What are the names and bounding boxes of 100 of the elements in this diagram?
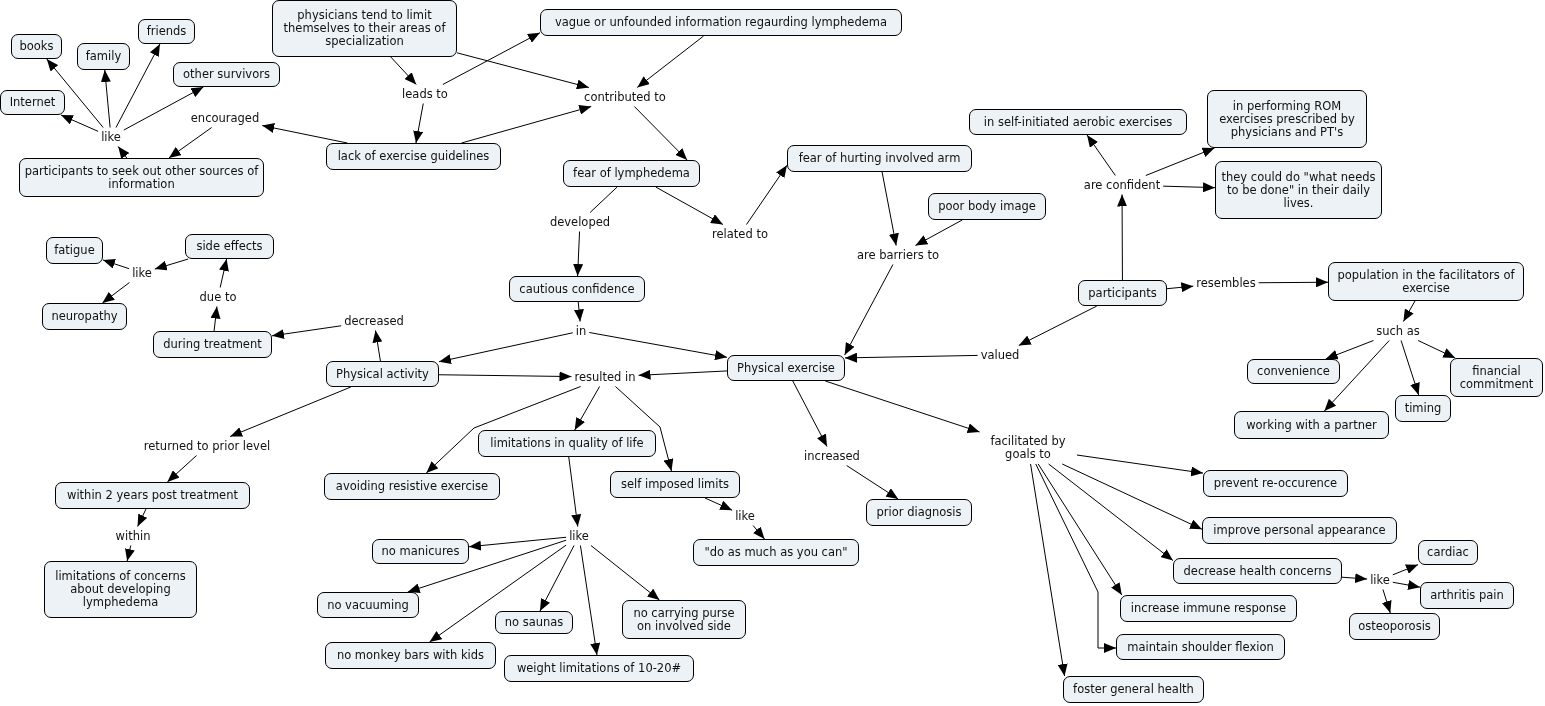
concept-box (969, 109, 1187, 135)
concept-label: neuropathy (51, 310, 118, 323)
arrow (746, 164, 788, 225)
arrow (1381, 589, 1392, 614)
concept-label: limitations in quality of life (490, 437, 644, 450)
concept-box (173, 62, 280, 87)
concept-box (138, 19, 195, 44)
arrow (438, 371, 572, 382)
linking-phrase: in (575, 324, 587, 338)
arrow (638, 369, 728, 380)
linking-phrase: resulted in (574, 370, 636, 384)
concept-box (787, 145, 972, 172)
linking-phrase: valued (980, 348, 1020, 362)
arrow (574, 301, 584, 322)
arrow (438, 332, 574, 365)
concept-label: prevent re-occurence (1213, 477, 1338, 490)
concept-box (1418, 540, 1478, 565)
concept-box (610, 471, 740, 498)
concept-box (153, 331, 272, 358)
concept-box (1207, 90, 1367, 148)
concept-label: population in the facilitators of exercise (1336, 268, 1516, 295)
arrow (390, 56, 417, 85)
arrow (468, 536, 567, 551)
concept-label: working with a partner (1246, 418, 1377, 432)
arrow (101, 282, 130, 304)
concept-box (44, 561, 197, 618)
concept-box (1395, 395, 1451, 422)
concept-box (185, 234, 274, 259)
concept-box (1202, 517, 1397, 544)
arrow (1076, 454, 1204, 477)
concept-label: cautious confidence (519, 282, 635, 296)
linking-phrase: leads to (402, 87, 448, 101)
concept-label: in self-initiated aerobic exercises (983, 115, 1173, 129)
concept-box (1215, 161, 1382, 219)
concept-label: vague or unfounded information regaurding lymphedema (554, 16, 888, 29)
arrow (372, 330, 383, 362)
concept-label: decrease health concerns (1183, 564, 1332, 578)
concept-label: "do as much as you can" (704, 546, 848, 559)
linking-phrase: facilitated by goals to (982, 435, 1074, 461)
arrow (844, 352, 979, 363)
concept-label: in performing ROM exercises prescribed by physicians and PT's (1218, 99, 1356, 139)
concept-label: within 2 years post treatment (67, 489, 238, 502)
arrow (117, 146, 130, 160)
concept-box (727, 355, 845, 381)
concept-box (1203, 470, 1348, 497)
concept-label: weight limitations of 10-20# (516, 662, 682, 675)
arrow (425, 386, 582, 474)
concept-box (324, 473, 500, 500)
concept-label: cardiac (1427, 546, 1469, 559)
concept-label: poor body image (938, 200, 1036, 213)
linking-phrase: decreased (344, 314, 404, 328)
concept-box (1247, 359, 1340, 384)
arrow (166, 455, 198, 483)
concept-box (77, 43, 130, 70)
arrow (1117, 194, 1128, 281)
linking-phrase: are barriers to (857, 248, 939, 262)
concept-label: no saunas (504, 616, 564, 629)
concept-box (326, 361, 439, 387)
arrow (46, 58, 104, 128)
concept-box (1078, 280, 1167, 306)
arrow (407, 539, 567, 593)
arrow (125, 545, 135, 562)
concept-box (1063, 676, 1204, 703)
concept-label: no vacuuming (327, 598, 409, 612)
concept-label: participants (1088, 286, 1157, 300)
arrow (573, 231, 584, 277)
arrow (442, 32, 541, 85)
arrow (881, 171, 899, 246)
concept-box (55, 482, 250, 509)
arrow (568, 456, 582, 527)
concept-label: no manicures (381, 545, 460, 558)
arrow (456, 52, 590, 90)
concept-box (1173, 558, 1342, 584)
arrow (154, 258, 189, 271)
arrow (588, 332, 728, 361)
concept-label: they could do "what needs to be done" in their daily lives. (1220, 170, 1377, 210)
linking-phrase: like (132, 266, 152, 280)
arrow (1035, 463, 1117, 653)
concept-box (0, 90, 65, 115)
concept-box (540, 9, 902, 36)
arrow (1048, 463, 1174, 562)
concept-label: participants to seek out other sources of information (24, 164, 259, 191)
linking-phrase: like (101, 130, 121, 144)
arrow (1061, 463, 1203, 530)
concept-label: fatigue (54, 244, 95, 257)
arrow (636, 35, 705, 88)
arrow (1392, 580, 1421, 590)
arrow (704, 497, 733, 511)
linking-phrase: returned to prior level (143, 439, 271, 453)
arrow (271, 325, 342, 340)
concept-label: side effects (196, 240, 263, 253)
concept-label: physicians tend to limit themselves to their areas of specialization (282, 9, 447, 48)
concept-label: lack of exercise guidelines (337, 150, 490, 163)
concept-box (928, 193, 1046, 220)
concept-label: Physical activity (336, 367, 429, 381)
arrow (168, 127, 213, 159)
arrow (846, 465, 899, 500)
concept-label: improve personal appearance (1213, 524, 1386, 537)
linking-phrase: due to (199, 290, 237, 304)
concept-box (504, 655, 694, 682)
